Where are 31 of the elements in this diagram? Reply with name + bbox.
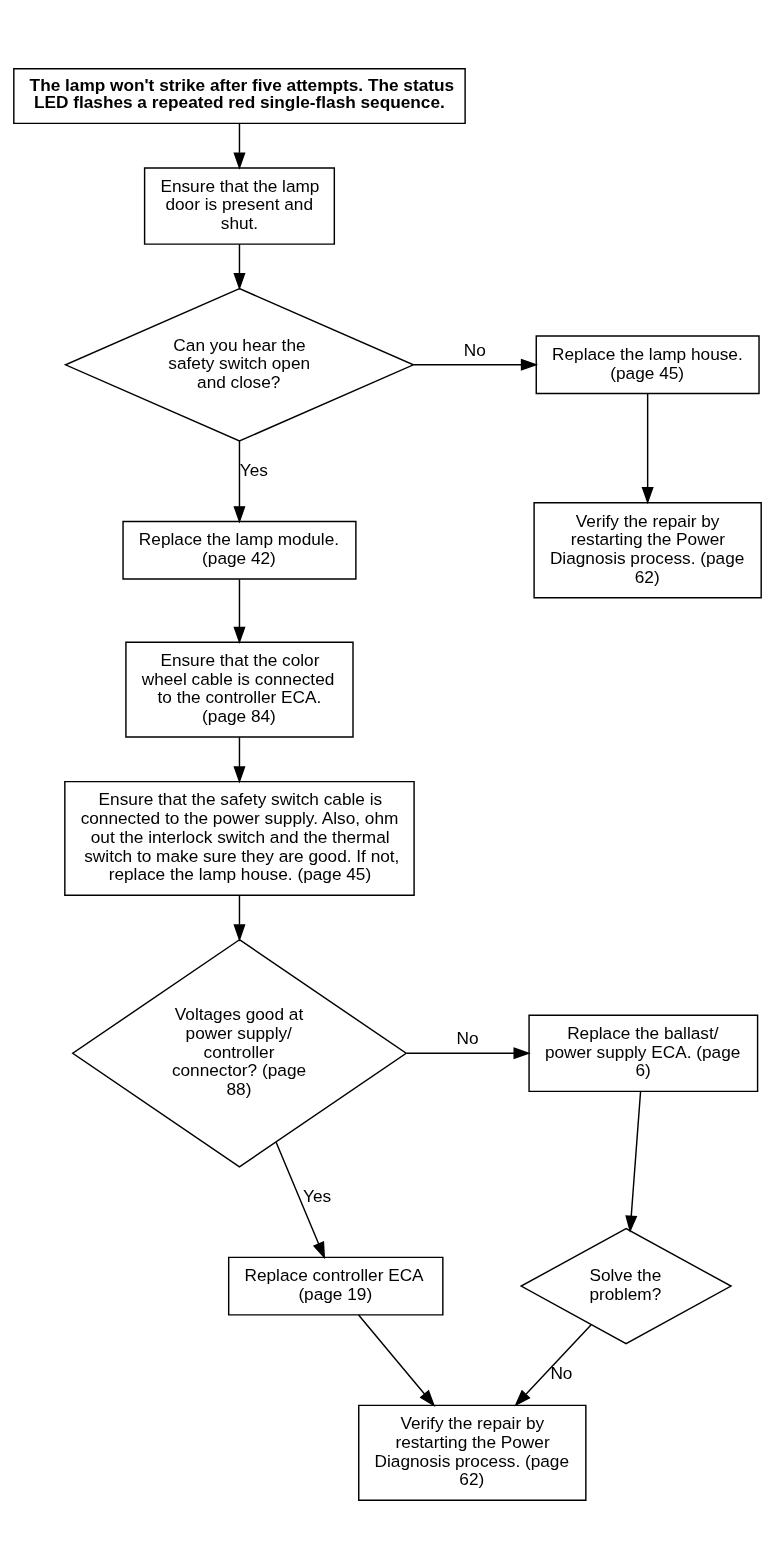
node-box: Replace controller ECA (page 19) [227, 1256, 444, 1316]
edge-label: Yes [303, 1185, 332, 1206]
node-diamond: Solve the problem? [519, 1227, 733, 1344]
node-box: Ensure that the safety switch cable is connected to the power supply. Also, ohm out the interlock switch and the thermal switch to make sure they are good. If not, replace the lamp house. (page 45) [64, 780, 415, 896]
node-box: Replace the lamp house. (page 45) [535, 334, 760, 394]
edge-label: No [456, 1027, 479, 1048]
node-box: Verify the repair by restarting the Power Diagnosis process. (page 62) [358, 1404, 587, 1501]
node-diamond: Voltages good at power supply/ controller connector? (page 88) [71, 938, 408, 1168]
arrow [357, 1313, 436, 1407]
node-box: Replace the ballast/ power supply ECA. (page 6) [528, 1013, 759, 1092]
node-box: Ensure that the lamp door is present and shut. [143, 166, 336, 245]
edge-label: No [463, 339, 486, 360]
arrow [233, 894, 246, 942]
arrow [233, 243, 246, 290]
arrow [514, 1323, 592, 1407]
edge-label: No [550, 1362, 573, 1383]
arrow [233, 122, 246, 170]
node-box: Ensure that the color wheel cable is connected to the controller ECA. (page 84) [125, 641, 354, 738]
arrow [625, 1090, 642, 1233]
arrow [405, 1046, 531, 1059]
arrow [641, 392, 654, 504]
arrow [413, 358, 539, 371]
node-box: The lamp won't strike after five attempts. The status LED flashes a repeated red single-flash sequence. [13, 67, 466, 124]
arrow [233, 439, 246, 523]
arrow [233, 736, 246, 784]
node-diamond: Can you hear the safety switch open and close? [63, 287, 416, 442]
arrow [233, 578, 246, 644]
node-box: Replace the lamp module. (page 42) [122, 520, 357, 580]
node-box: Verify the repair by restarting the Power Diagnosis process. (page 62) [533, 501, 762, 598]
edge-label: Yes [239, 459, 268, 480]
arrow [275, 1141, 326, 1259]
